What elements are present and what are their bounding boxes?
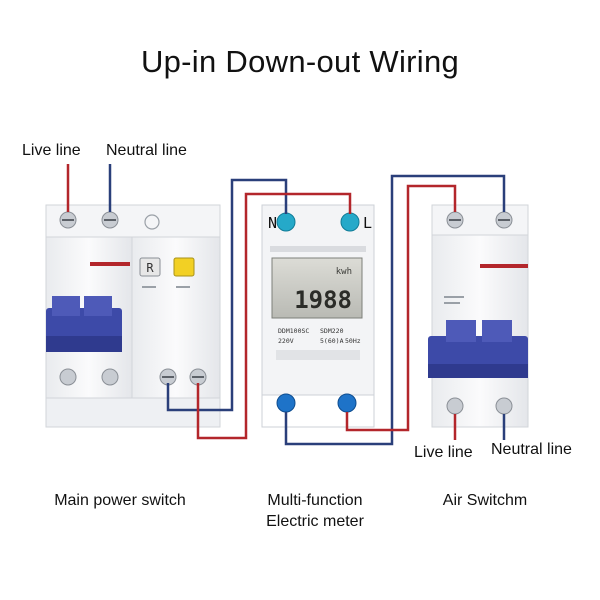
- meter-to-air-live-wire: [345, 184, 457, 432]
- meter-spec-left-2: 220V: [278, 337, 294, 345]
- main-switch-top-terminal-live: [59, 211, 77, 229]
- air-switch-bottom-terminal-1: [446, 397, 464, 415]
- meter-spec-right-1: SDM220: [320, 327, 344, 335]
- caption-main-power-switch: Main power switch: [54, 492, 186, 509]
- main-to-meter-neutral-wire: [166, 178, 288, 412]
- meter-terminal-n: [276, 212, 296, 232]
- air-switch: [428, 204, 529, 428]
- reset-button-label: R: [146, 261, 154, 275]
- main-to-meter-live-wire: [196, 192, 352, 440]
- meter-spec-right-2: 5(60)A: [320, 337, 344, 345]
- main-switch-top-terminal-neutral: [101, 211, 119, 229]
- caption-air-switch: Air Switchm: [442, 492, 528, 509]
- caption-electric-meter: Multi-function Electric meter: [240, 490, 390, 532]
- meter-bottom-terminal-2: [337, 393, 357, 413]
- meter-bottom-terminal-1: [276, 393, 296, 413]
- reset-button: R: [139, 257, 161, 277]
- main-switch-bottom-terminal-2: [101, 368, 119, 386]
- wiring: [66, 164, 506, 446]
- label-right-live-line: Live line: [414, 444, 473, 461]
- meter-terminal-l-label: L: [363, 214, 372, 232]
- caption-meter-line-2: Electric meter: [266, 513, 364, 530]
- meter-terminal-l: [340, 212, 360, 232]
- main-power-switch: R: [45, 204, 221, 428]
- meter-spec-left-1: DDM100SC: [278, 327, 309, 335]
- meter-screen-unit: kwh: [336, 267, 352, 277]
- caption-meter-line-1: Multi-function: [267, 492, 363, 509]
- meter-screen-value: 1988: [294, 286, 352, 314]
- meter-terminal-n-label: N: [268, 214, 277, 232]
- meter-to-air-neutral-wire: [284, 174, 506, 446]
- electric-meter: N L kwh 1988 DDM100SC 220V SDM220 5(60)A…: [261, 204, 375, 428]
- meter-lcd-screen: kwh 1988: [271, 257, 363, 319]
- meter-spec-right-3: 50Hz: [345, 337, 361, 345]
- test-button: [173, 257, 195, 277]
- label-left-live-line: Live line: [22, 142, 81, 159]
- air-switch-bottom-terminal-2: [495, 397, 513, 415]
- label-left-neutral-line: Neutral line: [106, 142, 187, 159]
- main-switch-handle: [46, 296, 122, 352]
- diagram-title: Up-in Down-out Wiring: [140, 44, 460, 79]
- main-switch-bottom-terminal-1: [59, 368, 77, 386]
- label-right-neutral-line: Neutral line: [491, 441, 572, 458]
- air-switch-handle: [428, 320, 528, 378]
